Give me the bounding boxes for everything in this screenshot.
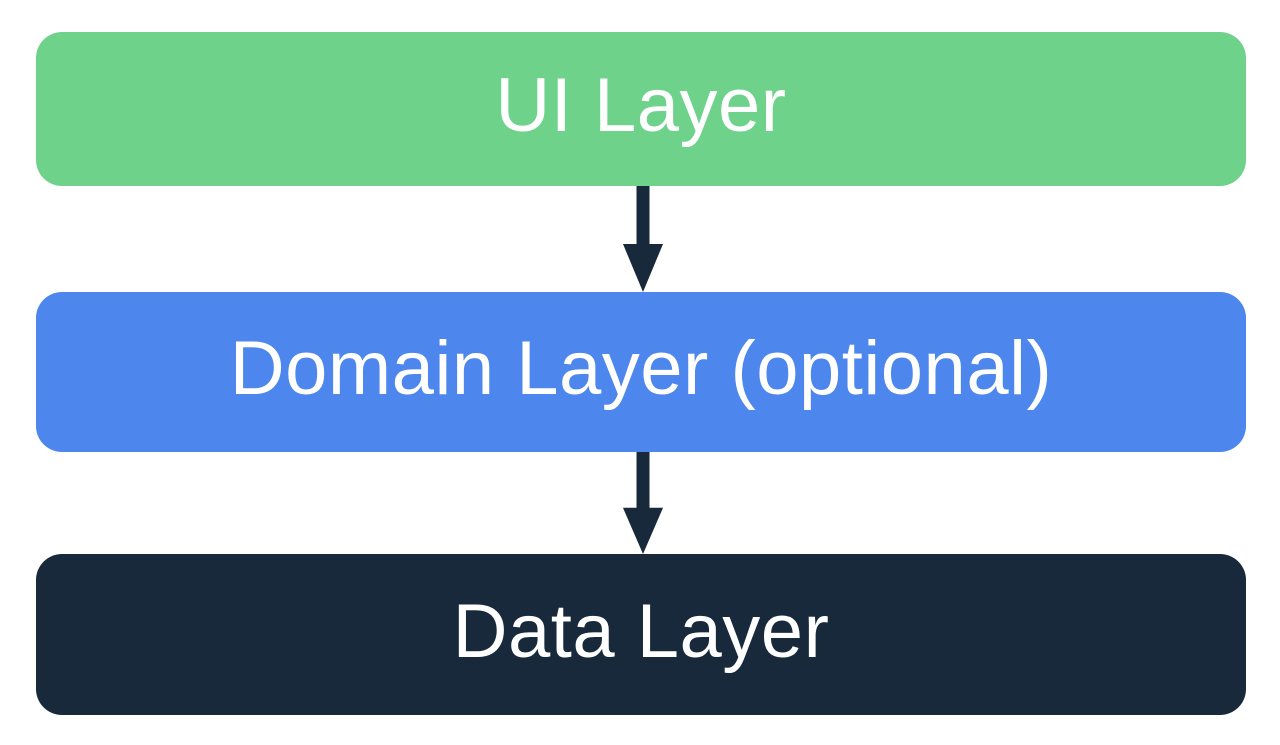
data-layer-box: Data Layer	[36, 554, 1246, 715]
data-layer-label: Data Layer	[452, 588, 830, 674]
arrow-down-icon	[615, 186, 671, 292]
domain-layer-box: Domain Layer (optional)	[36, 292, 1246, 452]
arrow-down-icon	[615, 452, 671, 554]
domain-layer-label: Domain Layer (optional)	[229, 326, 1053, 411]
ui-layer-box: UI Layer	[36, 32, 1246, 186]
ui-layer-label: UI Layer	[495, 63, 787, 148]
